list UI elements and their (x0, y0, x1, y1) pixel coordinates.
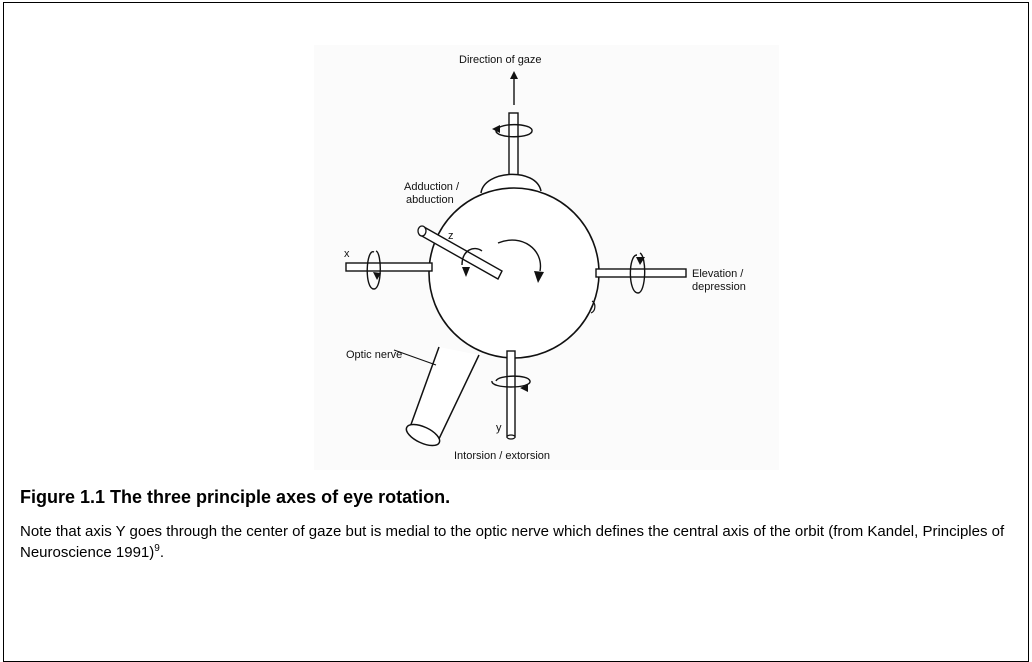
z-rotation-arc-right (497, 239, 542, 272)
label-y-axis: y (496, 422, 502, 434)
caption-end-period: . (159, 544, 164, 561)
x-rotation-ring (366, 250, 381, 290)
elevation-rotation-ring (629, 252, 646, 294)
label-elevation-line1: Elevation / (692, 268, 744, 280)
reference-superscript: 9 (154, 543, 160, 554)
x-axis-rod (345, 262, 433, 272)
y-rotation-ring (491, 375, 531, 392)
label-elevation-line2: depression (692, 281, 746, 293)
label-intorsion: Intorsion / extorsion (454, 450, 550, 462)
y-axis-rod (506, 350, 516, 440)
optic-nerve (393, 346, 480, 447)
optic-nerve-leader (393, 349, 437, 366)
label-x-axis: x (344, 248, 350, 260)
label-optic-nerve: Optic nerve (346, 349, 402, 361)
eyeball (428, 187, 600, 359)
eye-rotation-figure: Direction of gaze Adduction / abduction … (314, 45, 779, 470)
label-adduction-line1: Adduction / (404, 181, 460, 193)
figure-caption-title: Figure 1.1 The three principle axes of e… (20, 487, 451, 507)
page-frame: Direction of gaze Adduction / abduction … (3, 2, 1029, 662)
z-axis-rod (417, 225, 503, 280)
gaze-rotation-ring (492, 123, 533, 138)
label-adduction-line2: abduction (406, 194, 454, 206)
eye-axes-diagram: Direction of gaze Adduction / abduction … (344, 54, 746, 462)
caption-body-text: Note that axis Y goes through the center… (20, 523, 1005, 561)
muscle-stub (590, 300, 596, 314)
label-direction-of-gaze: Direction of gaze (459, 54, 542, 66)
z-rotation-arrowhead-right (534, 271, 544, 283)
z-rotation-arrowhead-left (462, 267, 470, 277)
z-rotation-arc-left (461, 247, 483, 266)
label-z-axis: z (448, 230, 454, 242)
figure-caption-body: Note that axis Y goes through the center… (20, 523, 1020, 561)
elevation-axis-rod (595, 268, 687, 278)
